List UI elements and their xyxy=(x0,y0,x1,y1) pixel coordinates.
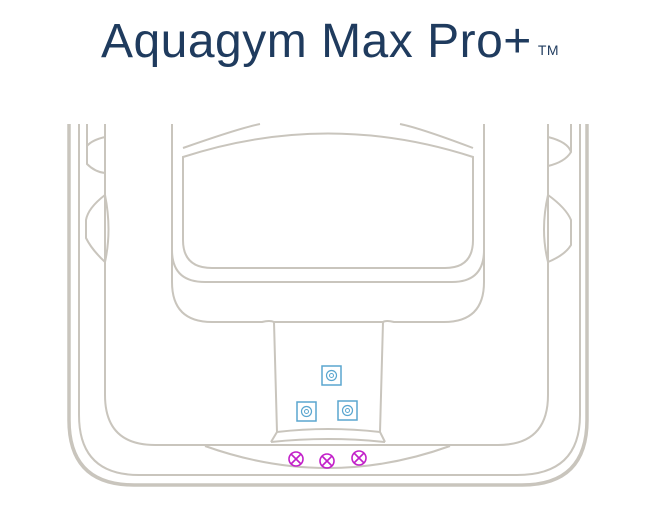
product-name: Aquagym Max Pro+ xyxy=(100,15,532,68)
left-bump-upper xyxy=(86,124,106,174)
spa-outline xyxy=(67,123,589,487)
inner-rim xyxy=(78,124,581,476)
marker-3[interactable] xyxy=(351,450,367,466)
lounge-seat xyxy=(182,132,474,269)
marker-2[interactable] xyxy=(319,453,335,469)
right-bump-lower xyxy=(543,194,572,264)
footwell-step-top xyxy=(270,438,386,443)
inner-wall xyxy=(104,124,549,446)
lounge-outer xyxy=(171,124,485,283)
trademark-symbol: TM xyxy=(537,42,560,58)
right-bump-upper xyxy=(547,124,572,167)
footwell-step xyxy=(204,445,451,469)
jet-lower-right[interactable] xyxy=(337,400,358,421)
footwell xyxy=(270,321,386,443)
outer-rim xyxy=(67,124,589,487)
marker-1[interactable] xyxy=(288,451,304,467)
jet-top[interactable] xyxy=(321,365,342,386)
lounge-headrest xyxy=(182,123,474,149)
footwell-floor xyxy=(276,428,381,433)
lounge-base xyxy=(171,250,485,323)
page-title: Aquagym Max Pro+ TM xyxy=(0,12,660,72)
left-bump-lower xyxy=(85,194,110,264)
jet-lower-left[interactable] xyxy=(296,401,317,422)
